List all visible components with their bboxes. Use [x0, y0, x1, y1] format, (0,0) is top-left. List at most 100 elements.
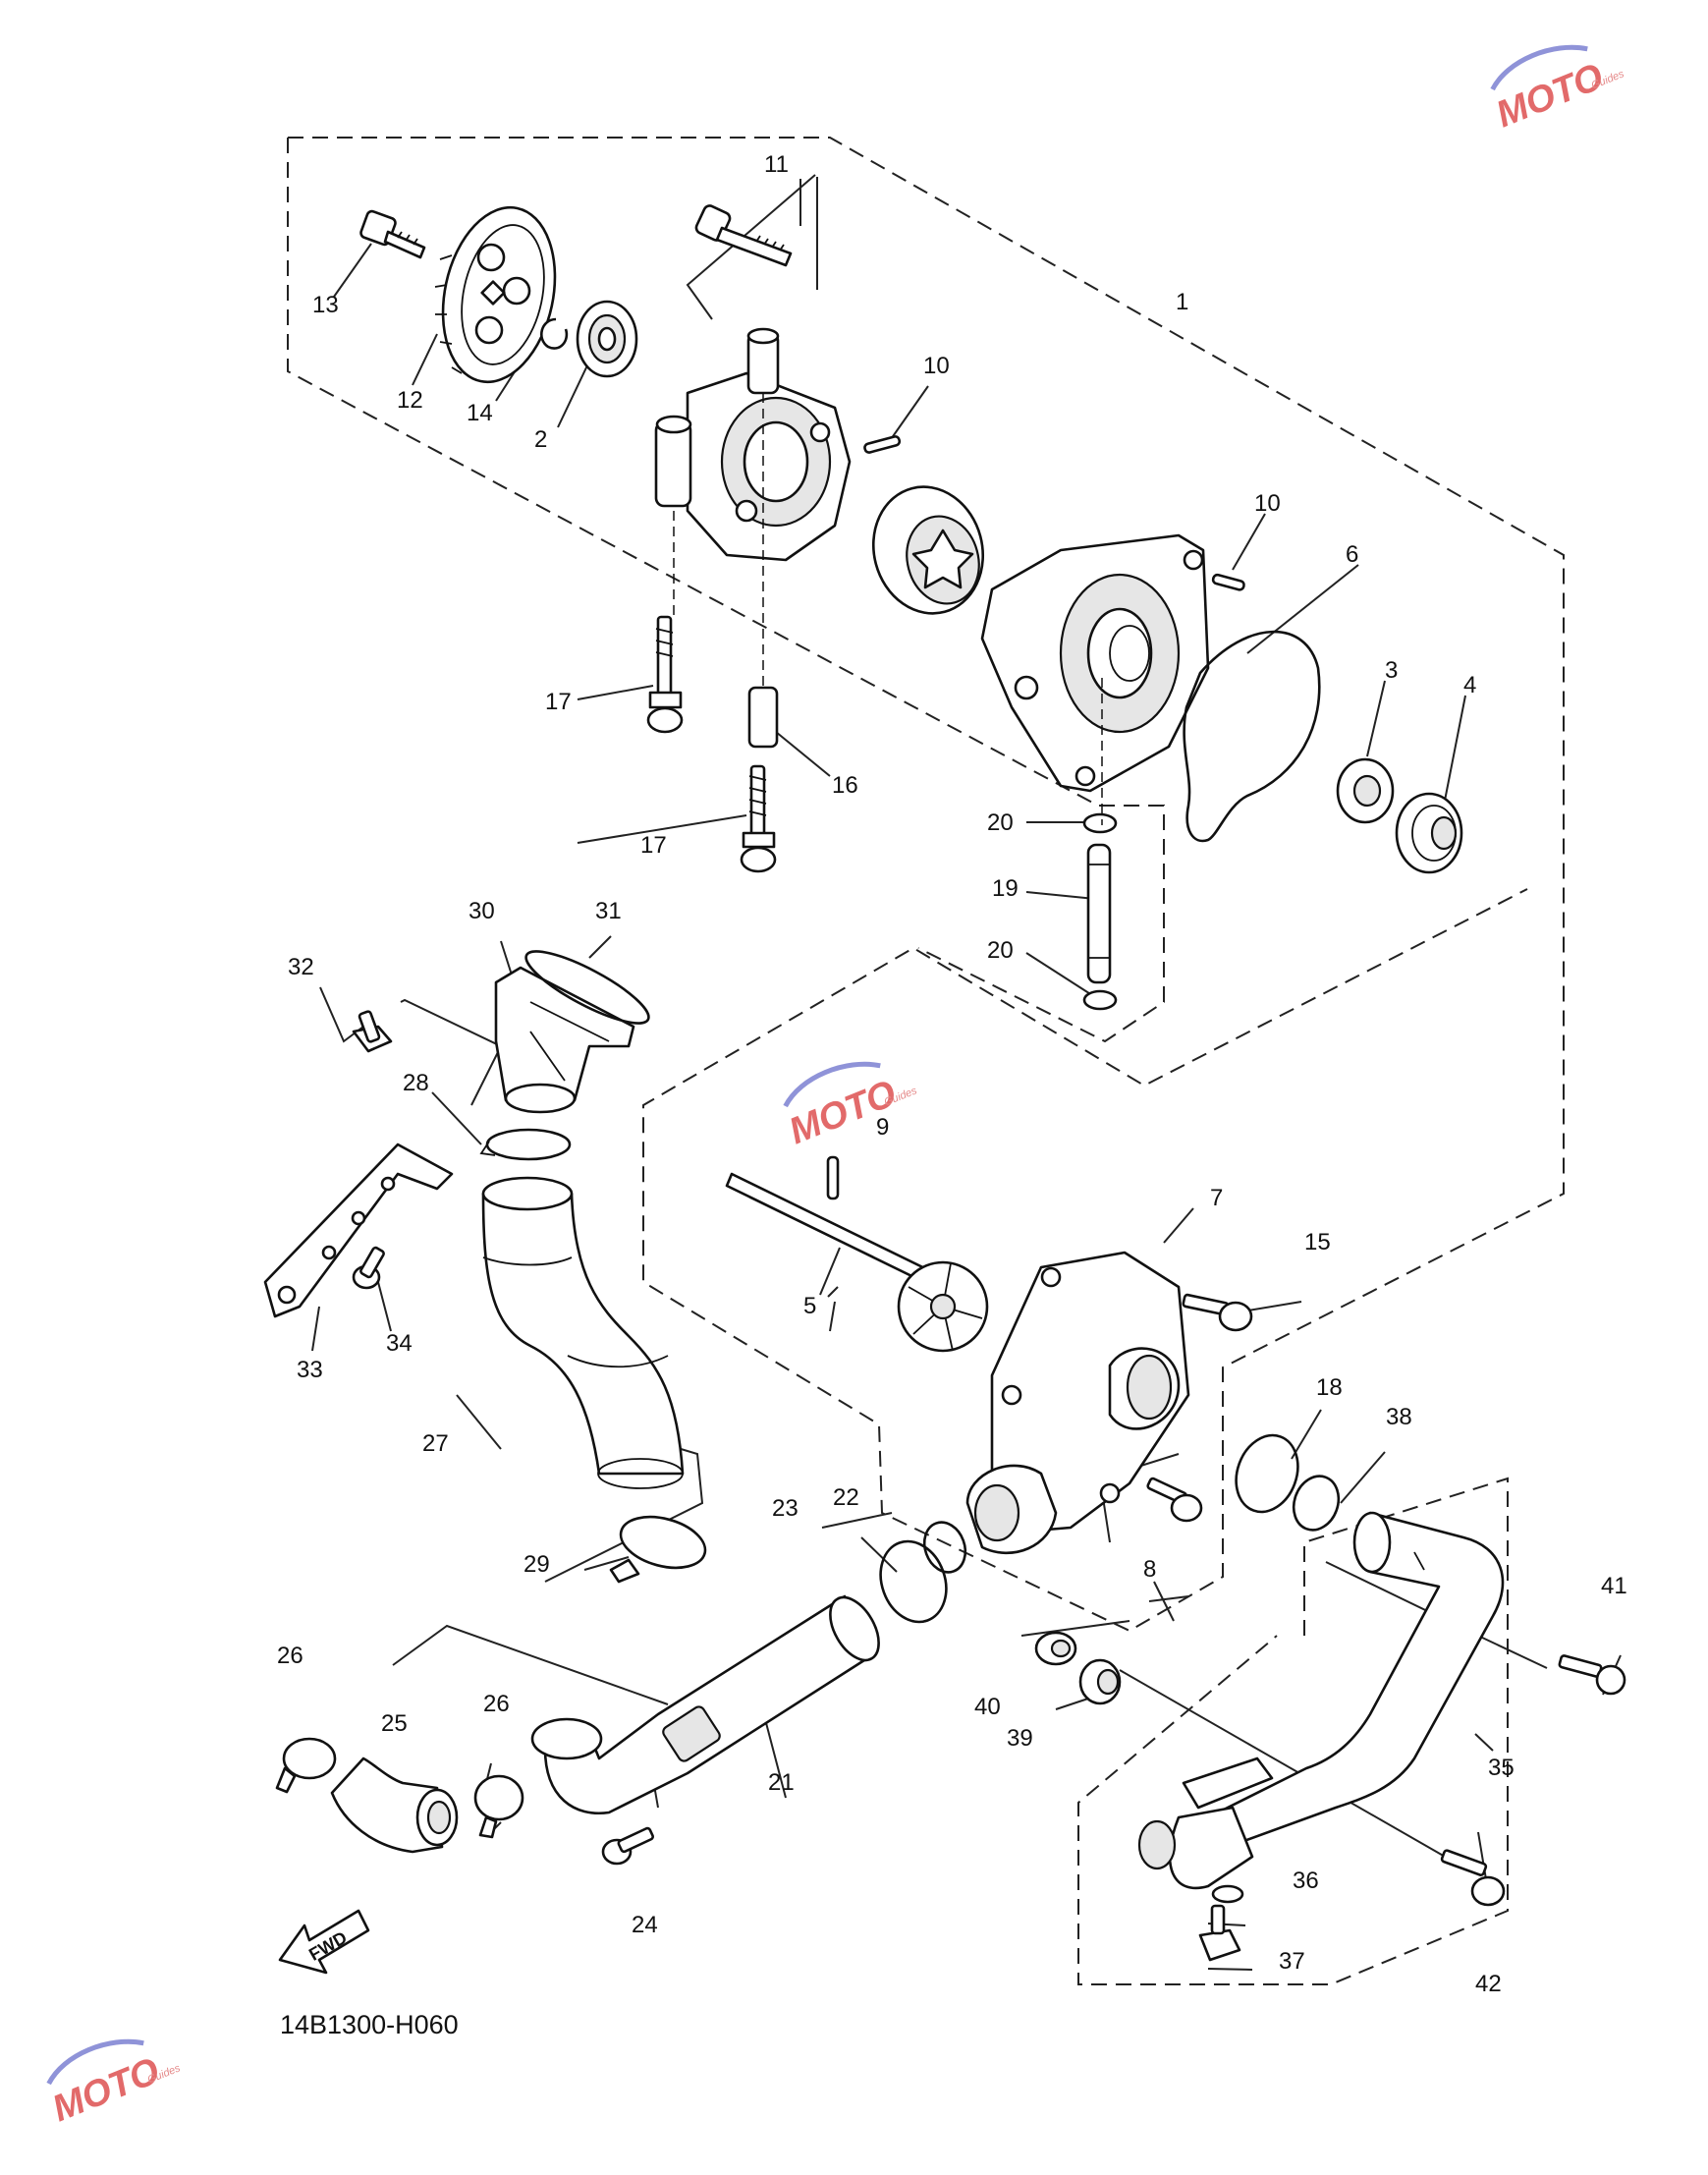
callout: 23 — [772, 1495, 799, 1522]
swoosh-icon — [783, 1061, 881, 1108]
part-oring-22 — [922, 1521, 967, 1574]
callout: 28 — [403, 1070, 429, 1096]
callout: 20 — [987, 809, 1014, 836]
part-bearing-2 — [576, 300, 638, 378]
parts — [263, 204, 1626, 1975]
callout: 20 — [987, 937, 1014, 964]
part-pipe-35 — [1137, 1511, 1505, 1890]
part-bracket-33 — [263, 1143, 454, 1318]
part-sprocket-12 — [434, 205, 557, 384]
callout: 4 — [1463, 672, 1476, 698]
callout: 36 — [1293, 1868, 1319, 1894]
part-gasket-6 — [1183, 630, 1321, 843]
callout: 11 — [764, 151, 789, 178]
callout: 30 — [468, 898, 495, 924]
part-bolt-37 — [1198, 1904, 1241, 1962]
callout: 12 — [397, 387, 423, 414]
callout: 34 — [386, 1330, 413, 1357]
part-mech-seal-4 — [1395, 792, 1463, 874]
part-bolt-8 — [1146, 1477, 1203, 1523]
part-water-pump-cover-7 — [965, 1251, 1190, 1555]
part-oring-31 — [524, 950, 650, 1025]
callout: 5 — [803, 1293, 816, 1319]
callout-numbers: 1 2 3 4 5 6 7 8 9 10 10 11 12 13 14 15 1… — [277, 151, 1627, 1997]
part-clamp-28 — [479, 1128, 572, 1161]
callout: 9 — [876, 1114, 889, 1141]
part-washer-36 — [1211, 1884, 1244, 1904]
swoosh-icon — [46, 2038, 144, 2086]
part-pin-10a — [863, 435, 902, 454]
part-oring-38 — [1292, 1475, 1341, 1532]
callout: 19 — [992, 875, 1019, 902]
watermark-logo-bottom-left: MOTO Guides — [46, 2038, 183, 2130]
part-pump-body — [654, 327, 852, 562]
part-clamp-26b — [473, 1774, 524, 1839]
part-pipe-21 — [530, 1594, 880, 1815]
callout: 38 — [1386, 1404, 1412, 1430]
callout: 25 — [381, 1710, 408, 1737]
callout: 33 — [297, 1357, 323, 1383]
part-seal-3 — [1336, 757, 1395, 824]
part-bolt-24 — [601, 1826, 654, 1866]
callout: 24 — [632, 1912, 658, 1938]
callout: 14 — [467, 400, 493, 426]
part-bolt-32 — [352, 1010, 393, 1053]
part-oring-23 — [879, 1539, 948, 1624]
callout: 8 — [1143, 1556, 1156, 1583]
callout: 17 — [545, 689, 572, 715]
part-bolt-41 — [1558, 1654, 1626, 1696]
part-pin-10b — [1211, 573, 1245, 591]
part-hose-27 — [481, 1176, 685, 1489]
part-clamp-29 — [609, 1515, 707, 1584]
swoosh-icon — [1490, 44, 1588, 91]
assembly-outlines — [287, 137, 1565, 1985]
fwd-arrow-icon — [278, 1909, 370, 1975]
part-pin-9 — [826, 1155, 840, 1200]
part-rotor — [871, 485, 985, 615]
callout: 32 — [288, 954, 314, 980]
part-cap-40 — [1034, 1631, 1077, 1666]
diagram-code: 14B1300-H060 — [280, 2010, 459, 2039]
callout: 13 — [312, 292, 339, 318]
callout: 18 — [1316, 1374, 1343, 1401]
callout: 17 — [640, 832, 667, 859]
callout: 31 — [595, 898, 622, 924]
callout: 26 — [277, 1643, 303, 1669]
callout: 42 — [1475, 1971, 1502, 1997]
callout: 10 — [923, 353, 950, 379]
part-oring-20b — [1082, 989, 1118, 1011]
callout: 41 — [1601, 1573, 1627, 1599]
part-impeller-shaft-5 — [725, 1172, 989, 1353]
part-pipe-19 — [1086, 843, 1112, 984]
callout: 37 — [1279, 1948, 1305, 1975]
part-bolt-17a — [646, 615, 684, 734]
part-dowel-16 — [747, 686, 779, 749]
callout: 3 — [1385, 657, 1398, 684]
part-grommet-39 — [1078, 1658, 1122, 1705]
callout: 27 — [422, 1430, 449, 1457]
callout: 39 — [1007, 1725, 1033, 1752]
callout: 6 — [1346, 541, 1358, 568]
callout: 26 — [483, 1691, 510, 1717]
part-circlip-14 — [540, 317, 569, 350]
callout: 40 — [974, 1694, 1001, 1720]
part-bolt-42 — [1440, 1849, 1506, 1907]
part-screw-34 — [352, 1246, 385, 1290]
callout: 1 — [1176, 289, 1188, 315]
part-bolt-15 — [1182, 1293, 1253, 1332]
watermark-logo-top-right: MOTO Guides — [1490, 44, 1626, 136]
watermark-logo-center: MOTO Guides — [783, 1061, 919, 1152]
callout: 7 — [1210, 1185, 1223, 1211]
part-bolt-17b — [740, 764, 777, 873]
callout: 35 — [1488, 1755, 1515, 1781]
callout: 22 — [833, 1484, 859, 1511]
part-bolt-13 — [359, 209, 426, 259]
part-bolt-11 — [694, 204, 793, 267]
part-housing-30 — [494, 966, 635, 1114]
callout: 10 — [1254, 490, 1281, 517]
callout: 2 — [534, 426, 547, 453]
callout: 29 — [523, 1551, 550, 1578]
part-pump-cover — [980, 533, 1210, 793]
part-clamp-26a — [275, 1737, 337, 1794]
